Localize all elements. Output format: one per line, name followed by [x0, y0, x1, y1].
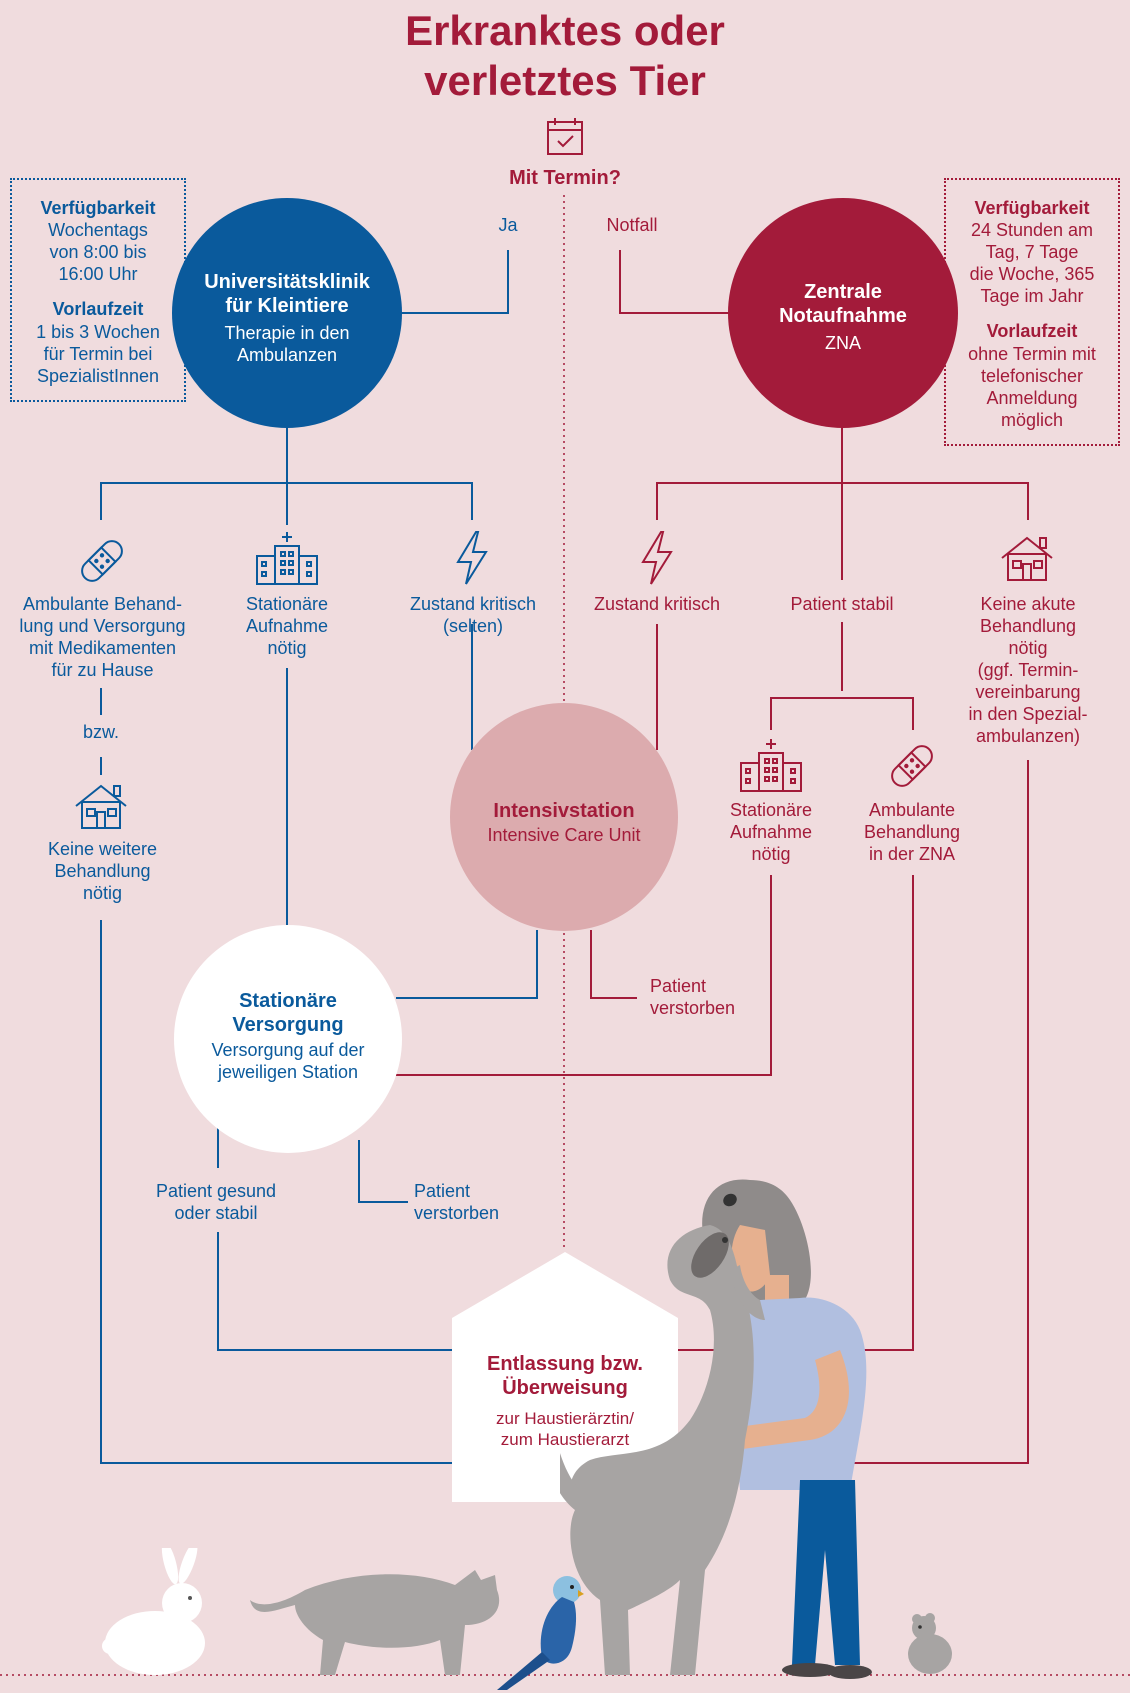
yes-label: Ja	[498, 215, 518, 235]
budgie-illustration	[497, 1576, 584, 1690]
node-subtitle: jeweiligen Station	[217, 1062, 359, 1082]
node-subtitle: Intensive Care Unit	[487, 825, 641, 845]
availability-line: 24 Stunden am	[970, 220, 1094, 240]
ward-deceased-label: Patient verstorben	[414, 1181, 500, 1223]
node-title: Notaufnahme	[779, 305, 907, 327]
availability-line: Tage im Jahr	[980, 286, 1084, 306]
critical-label: (selten)	[442, 616, 504, 636]
lead-time-line: ohne Termin mit	[968, 344, 1096, 364]
node-subtitle: ZNA	[825, 333, 861, 353]
node-title: Stationäre	[239, 990, 337, 1012]
inpatient-label: Aufnahme	[729, 822, 813, 842]
zna-outpatient-label: in der ZNA	[868, 844, 956, 864]
house-icon	[1001, 536, 1053, 581]
inpatient-label: nötig	[267, 638, 307, 658]
healthy-label: oder stabil	[174, 1203, 258, 1223]
lead-time-line: SpezialistInnen	[36, 366, 160, 386]
availability-line: Tag, 7 Tage	[985, 242, 1079, 262]
outpatient-label: für zu Hause	[51, 660, 154, 680]
ward-node: Stationäre Versorgung Versorgung auf der…	[174, 925, 402, 1153]
availability-line: die Woche, 365	[969, 264, 1095, 284]
no-acute-label: vereinbarung	[975, 682, 1081, 702]
house-icon	[75, 784, 127, 829]
healthy-label: Patient gesund	[155, 1181, 277, 1201]
inpatient-label: Stationäre	[729, 800, 813, 820]
availability-line: Wochentags	[48, 220, 148, 240]
node-subtitle: zur Haustierärztin/	[496, 1409, 634, 1428]
no-acute-label: Keine akute	[980, 594, 1076, 614]
inpatient-label: Aufnahme	[245, 616, 329, 636]
lead-time-line: für Termin bei	[43, 344, 153, 364]
or-label: bzw.	[82, 722, 120, 742]
node-subtitle: Versorgung auf der	[211, 1040, 365, 1060]
page-title: Erkranktes oder verletztes Tier	[405, 7, 725, 104]
zna-outpatient-label: Ambulante	[868, 800, 956, 820]
node-title: Versorgung	[232, 1014, 344, 1036]
question-label: Mit Termin?	[509, 167, 621, 189]
rabbit-illustration	[102, 1548, 205, 1675]
calendar-icon	[547, 118, 583, 155]
lead-time-title: Vorlaufzeit	[52, 299, 144, 319]
lead-time-title: Vorlaufzeit	[986, 321, 1078, 341]
lead-time-line: telefonischer	[980, 366, 1084, 386]
woman-with-dog-illustration	[560, 1179, 872, 1679]
icu-node: Intensivstation Intensive Care Unit	[450, 703, 678, 931]
bandage-icon	[81, 540, 123, 582]
outpatient-label: lung und Versorgung	[19, 616, 186, 636]
node-title: Entlassung bzw.	[487, 1353, 643, 1375]
lead-time-line: Anmeldung	[986, 388, 1078, 408]
uni-clinic-node: Universitätsklinik für Kleintiere Therap…	[172, 198, 402, 428]
zna-outpatient-label: Behandlung	[863, 822, 961, 842]
hamster-illustration	[908, 1613, 952, 1674]
no-acute-label: nötig	[1008, 638, 1048, 658]
outpatient-label: Ambulante Behand-	[22, 594, 183, 614]
discharge-house-shape	[452, 1252, 678, 1502]
icu-deceased-label: Patient verstorben	[650, 976, 736, 1018]
zna-node: Zentrale Notaufnahme ZNA	[728, 198, 958, 428]
node-title: Überweisung	[502, 1377, 628, 1399]
no-acute-label: (ggf. Termin-	[977, 660, 1079, 680]
lightning-icon	[456, 531, 488, 585]
cat-illustration	[250, 1570, 500, 1675]
emergency-label: Notfall	[606, 215, 658, 235]
availability-title: Verfügbarkeit	[974, 198, 1090, 218]
no-treatment-label: Keine weitere	[47, 839, 158, 859]
node-title: Intensivstation	[493, 800, 635, 822]
no-acute-label: in den Spezial-	[968, 704, 1088, 724]
uni-availability-box: Verfügbarkeit Wochentags von 8:00 bis 16…	[10, 178, 186, 402]
no-acute-label: Behandlung	[979, 616, 1077, 636]
no-acute-label: ambulanzen)	[975, 726, 1081, 746]
lead-time-line: 1 bis 3 Wochen	[36, 322, 160, 342]
stable-label: Patient stabil	[790, 594, 894, 614]
critical-label: Zustand kritisch	[409, 594, 537, 614]
availability-line: von 8:00 bis	[49, 242, 147, 262]
node-title: Zentrale	[804, 281, 882, 303]
availability-title: Verfügbarkeit	[40, 198, 156, 218]
hospital-icon	[740, 739, 802, 792]
node-subtitle: Ambulanzen	[236, 345, 338, 365]
critical-label: Zustand kritisch	[593, 594, 721, 614]
outpatient-label: mit Medikamenten	[28, 638, 177, 658]
bandage-icon	[891, 745, 933, 787]
lightning-icon	[641, 531, 673, 585]
availability-line: 16:00 Uhr	[58, 264, 138, 284]
no-treatment-label: Behandlung	[54, 861, 151, 881]
hospital-icon	[256, 532, 318, 585]
zna-availability-box: Verfügbarkeit 24 Stunden am Tag, 7 Tage …	[944, 178, 1120, 446]
no-treatment-label: nötig	[82, 883, 123, 903]
node-title: für Kleintiere	[225, 295, 349, 317]
node-subtitle: zum Haustierarzt	[500, 1430, 630, 1449]
inpatient-label: nötig	[751, 844, 791, 864]
inpatient-label: Stationäre	[245, 594, 329, 614]
node-subtitle: Therapie in den	[224, 323, 350, 343]
lead-time-line: möglich	[1000, 410, 1064, 430]
node-title: Universitätsklinik	[204, 271, 370, 293]
